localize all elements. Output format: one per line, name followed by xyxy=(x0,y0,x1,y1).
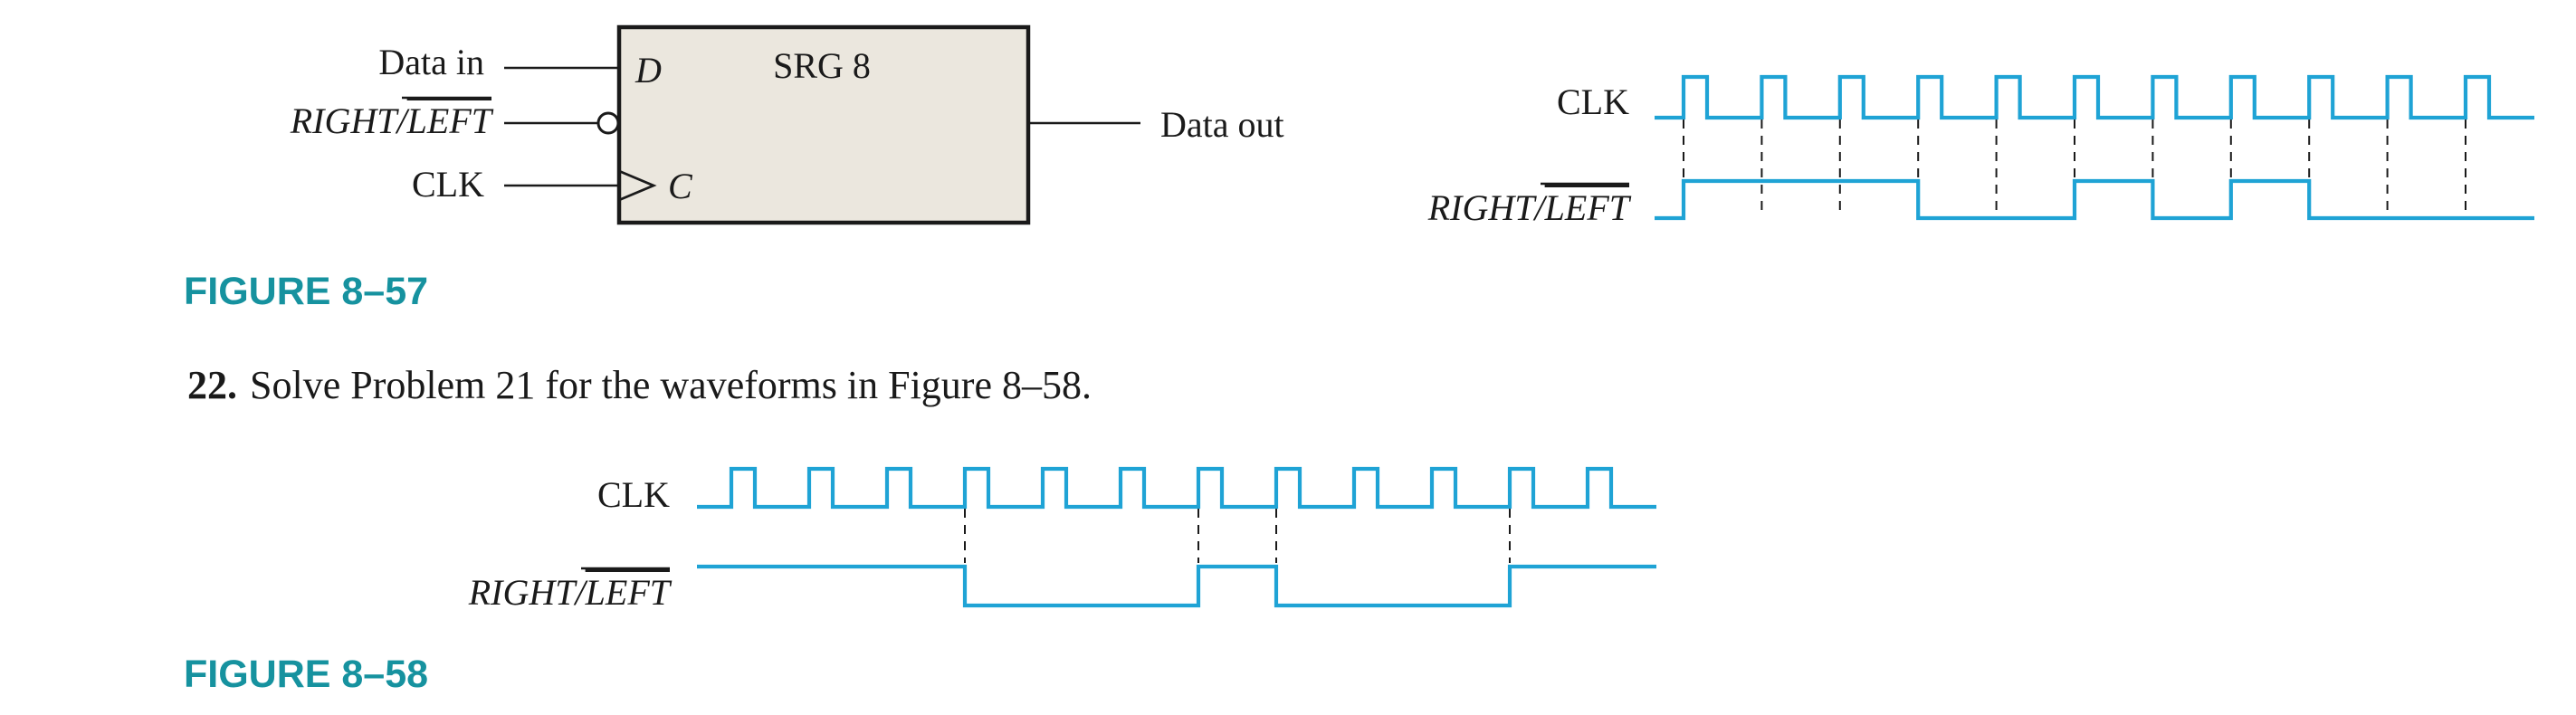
clk-input-label: CLK xyxy=(412,164,484,205)
figure-58-timing-diagram: CLK RIGHT/LEFT xyxy=(468,466,1656,613)
block-name-label: SRG 8 xyxy=(773,45,871,86)
inversion-bubble xyxy=(596,111,620,135)
right-left-normal: RIGHT/ xyxy=(290,100,411,141)
timing58-transition-markers xyxy=(964,509,1511,563)
clock-triangle-icon xyxy=(618,169,657,202)
figure-58-label: FIGURE 8–58 xyxy=(184,653,428,696)
data-in-label: Data in xyxy=(378,42,484,82)
timing58-rl-label: RIGHT/LEFT xyxy=(468,572,673,613)
right-left-overbar-text: LEFT xyxy=(406,100,494,141)
srg8-block xyxy=(616,24,1031,225)
srg8-block-diagram: SRG 8 D C Data in RIGHT/LEFT CLK Data ou… xyxy=(290,24,1284,225)
pin-c-label: C xyxy=(668,166,693,206)
timing57-rl-overbar-text: LEFT xyxy=(1544,187,1632,228)
timing57-rl-label: RIGHT/LEFT xyxy=(1427,187,1632,228)
timing57-clk-waveform xyxy=(1655,74,2534,120)
timing58-clk-label: CLK xyxy=(597,474,670,515)
figure-57-label: FIGURE 8–57 xyxy=(184,270,428,313)
timing58-rl-normal: RIGHT/ xyxy=(468,572,589,613)
right-left-input-label: RIGHT/LEFT xyxy=(290,100,494,141)
timing57-rl-normal: RIGHT/ xyxy=(1427,187,1549,228)
problem-22-text: 22. Solve Problem 21 for the waveforms in… xyxy=(187,363,1092,407)
timing58-clk-waveform xyxy=(697,466,1656,510)
pin-d-label: D xyxy=(634,50,662,91)
timing58-rl-overbar-text: LEFT xyxy=(585,572,673,613)
data-out-label: Data out xyxy=(1160,104,1284,145)
timing58-right-left-waveform xyxy=(697,564,1656,608)
figure-57-timing-diagram: CLK RIGHT/LEFT xyxy=(1427,74,2534,228)
problem-statement: Solve Problem 21 for the waveforms in Fi… xyxy=(250,363,1092,407)
timing57-clk-label: CLK xyxy=(1557,81,1629,122)
timing57-right-left-waveform xyxy=(1655,178,2534,221)
problem-number: 22. xyxy=(187,363,237,407)
